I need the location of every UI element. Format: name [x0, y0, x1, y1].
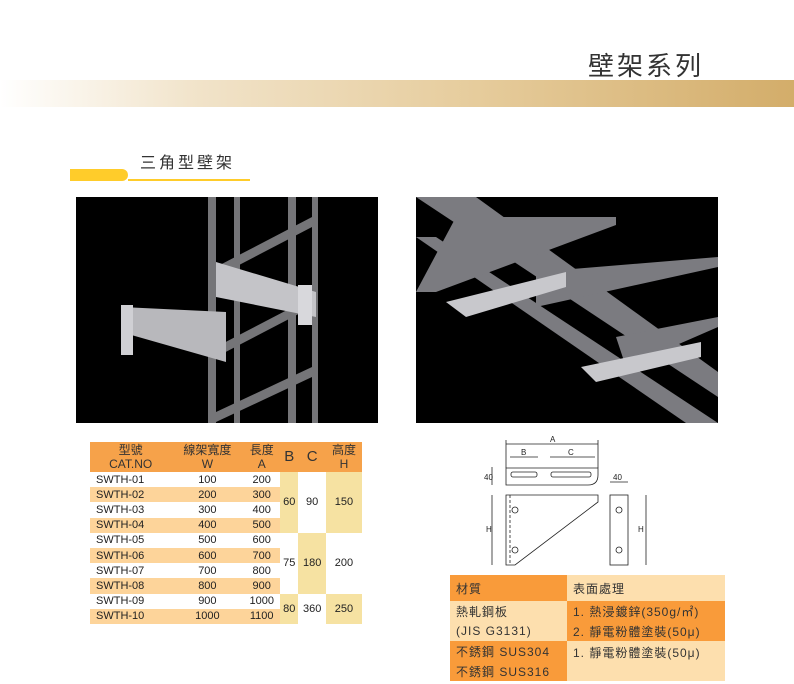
- material-cell: (JIS G3131): [450, 621, 567, 641]
- length-a: 600: [252, 534, 271, 547]
- dim-label-h-side: H: [638, 525, 644, 534]
- section-title: 三角型壁架: [140, 153, 236, 172]
- cat-no: SWTH-02: [90, 487, 172, 503]
- length-a: 900: [243, 578, 281, 594]
- section-underline: [128, 179, 250, 181]
- cat-no: SWTH-06: [90, 547, 172, 564]
- material-cell: 不銹鋼 SUS304: [450, 641, 567, 661]
- finish-header: 表面處理: [567, 575, 725, 601]
- width-w: 300: [198, 503, 217, 516]
- dim-h: 200: [325, 532, 362, 594]
- cat-no: SWTH-10: [90, 608, 172, 624]
- length-a: 800: [252, 564, 271, 577]
- dim-label-40: 40: [484, 473, 493, 482]
- dim-label-h: H: [486, 525, 492, 534]
- dim-h: 250: [325, 593, 362, 624]
- length-a: 1100: [243, 608, 281, 624]
- finish-cell: 1. 熱浸鍍鋅(350g/㎡): [567, 601, 725, 621]
- width-w: 900: [198, 595, 217, 608]
- dim-label-b: B: [521, 448, 526, 457]
- width-w: 700: [198, 564, 217, 577]
- section-marker: [70, 169, 128, 181]
- cat-no: SWTH-07: [96, 564, 145, 577]
- length-a: 400: [252, 503, 271, 516]
- dim-h: 150: [325, 472, 362, 533]
- dim-b: 80: [280, 593, 299, 624]
- material-cell: 熱軋鋼板: [450, 601, 567, 621]
- cat-no: SWTH-01: [96, 473, 145, 486]
- width-w: 400: [171, 517, 244, 533]
- length-a: 200: [252, 473, 271, 486]
- dim-c: 180: [298, 532, 326, 594]
- dim-c: 90: [298, 472, 326, 533]
- finish-cell: 1. 靜電粉體塗裝(50μ): [567, 641, 725, 681]
- product-photo-perspective: [416, 197, 718, 423]
- cat-no: SWTH-04: [90, 517, 172, 533]
- finish-cell: 2. 靜電粉體塗裝(50μ): [567, 621, 725, 641]
- page-title: 壁架系列: [588, 52, 705, 82]
- cat-no: SWTH-09: [96, 595, 145, 608]
- length-a: 700: [243, 547, 281, 564]
- dim-b: 60: [280, 472, 299, 533]
- cat-no: SWTH-03: [96, 503, 145, 516]
- width-w: 500: [198, 534, 217, 547]
- width-w: 600: [171, 547, 244, 564]
- dim-c: 360: [298, 593, 326, 624]
- material-header: 材質: [450, 575, 567, 601]
- width-w: 1000: [171, 608, 244, 624]
- width-w: 200: [171, 487, 244, 503]
- dim-label-c: C: [568, 448, 574, 457]
- header-band: [0, 80, 794, 107]
- dim-label-40-side: 40: [613, 473, 622, 482]
- cat-no: SWTH-08: [90, 578, 172, 594]
- dimension-drawing: A B C 40 H 40 H: [470, 430, 670, 574]
- width-w: 100: [198, 473, 217, 486]
- length-a: 1000: [249, 595, 274, 608]
- spec-row: SWTH-03 300 400: [90, 502, 362, 517]
- dim-b: 75: [280, 532, 299, 594]
- product-photo-side: [76, 197, 378, 423]
- length-a: 500: [243, 517, 281, 533]
- col-b: B: [280, 442, 299, 472]
- spec-row: SWTH-07 700 800: [90, 563, 362, 578]
- width-w: 800: [171, 578, 244, 594]
- dim-label-a: A: [550, 435, 556, 444]
- material-cell: 不銹鋼 SUS316: [450, 661, 567, 681]
- length-a: 300: [243, 487, 281, 503]
- col-c: C: [298, 442, 326, 472]
- cat-no: SWTH-05: [96, 534, 145, 547]
